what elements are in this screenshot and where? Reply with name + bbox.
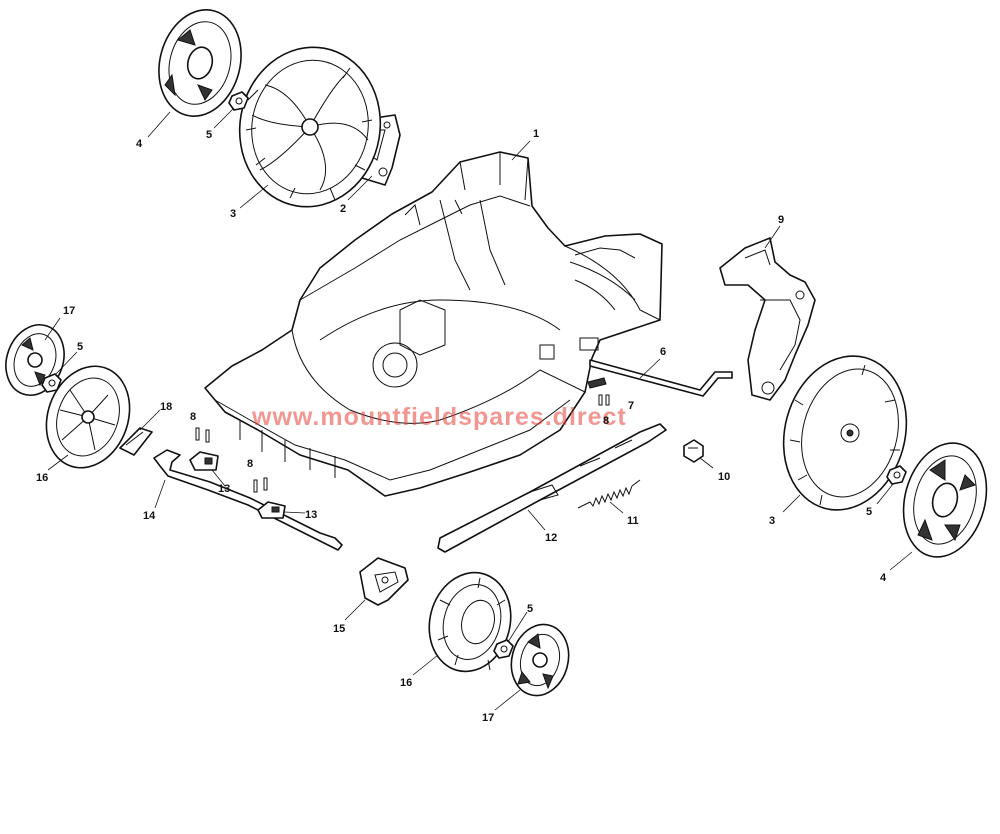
callout-6: 6 [660, 346, 666, 358]
callout-15: 15 [333, 623, 345, 635]
callout-17-bottom: 17 [482, 712, 494, 724]
callout-13-bottom: 13 [305, 509, 317, 521]
callout-16-left: 16 [36, 472, 48, 484]
part-9-height-adjuster [719, 237, 816, 401]
part-11-spring [577, 479, 641, 509]
part-17-hubcap-bottom [510, 623, 570, 697]
part-5-nut-bottom [493, 639, 514, 659]
part-16-front-wheel-bottom [428, 571, 512, 673]
part-5-nut-right [886, 465, 907, 485]
part-12-adjustment-rail [437, 423, 667, 553]
callout-11: 11 [627, 515, 639, 527]
part-6-rear-axle [589, 359, 733, 397]
part-16-front-wheel-left [45, 365, 131, 469]
callout-13-top: 13 [218, 483, 230, 495]
part-8-screws-right [598, 394, 610, 406]
callout-14: 14 [143, 510, 156, 522]
part-5-nut-top-left [228, 91, 249, 111]
part-3-rear-wheel-right [782, 355, 908, 511]
part-15-bracket [359, 557, 409, 606]
part-1-deck-chassis [204, 151, 663, 497]
part-8-screws-left-bottom [253, 477, 268, 493]
part-4-hubcap-right [902, 442, 988, 558]
callout-1: 1 [533, 128, 539, 140]
watermark-text: www.mountfieldspares.direct [251, 403, 627, 431]
part-4-hubcap-left [158, 9, 242, 117]
callout-7: 7 [628, 400, 634, 412]
callout-18: 18 [160, 401, 172, 413]
callout-9: 9 [778, 214, 784, 226]
part-10-nut [683, 439, 704, 463]
part-13-clamp-top [189, 451, 219, 471]
callout-8-right: 8 [603, 415, 609, 427]
callout-8-left-bottom: 8 [247, 458, 253, 470]
part-18-clip [119, 427, 153, 456]
callout-5-right: 5 [866, 506, 872, 518]
callout-3-top: 3 [230, 208, 236, 220]
callout-5-left: 5 [77, 341, 83, 353]
callout-2: 2 [340, 203, 346, 215]
callout-10: 10 [718, 471, 730, 483]
part-8-screws-left-top [195, 427, 210, 443]
callout-5-bottom: 5 [527, 603, 533, 615]
callout-12: 12 [545, 532, 557, 544]
callout-16-bottom: 16 [400, 677, 412, 689]
leader-lines [44, 107, 913, 711]
callout-5-top: 5 [206, 129, 212, 141]
callout-numbers: 1 2 3 4 5 9 6 7 8 10 11 12 3 5 4 17 5 16… [36, 128, 887, 724]
callout-4-top: 4 [136, 138, 143, 150]
callout-8-left-top: 8 [190, 411, 196, 423]
part-7-clip [587, 377, 607, 389]
callout-17-left: 17 [63, 305, 75, 317]
callout-3-right: 3 [769, 515, 775, 527]
part-3-rear-wheel-left [238, 46, 382, 208]
part-14-front-axle [153, 449, 343, 551]
callout-4-right: 4 [880, 572, 887, 584]
